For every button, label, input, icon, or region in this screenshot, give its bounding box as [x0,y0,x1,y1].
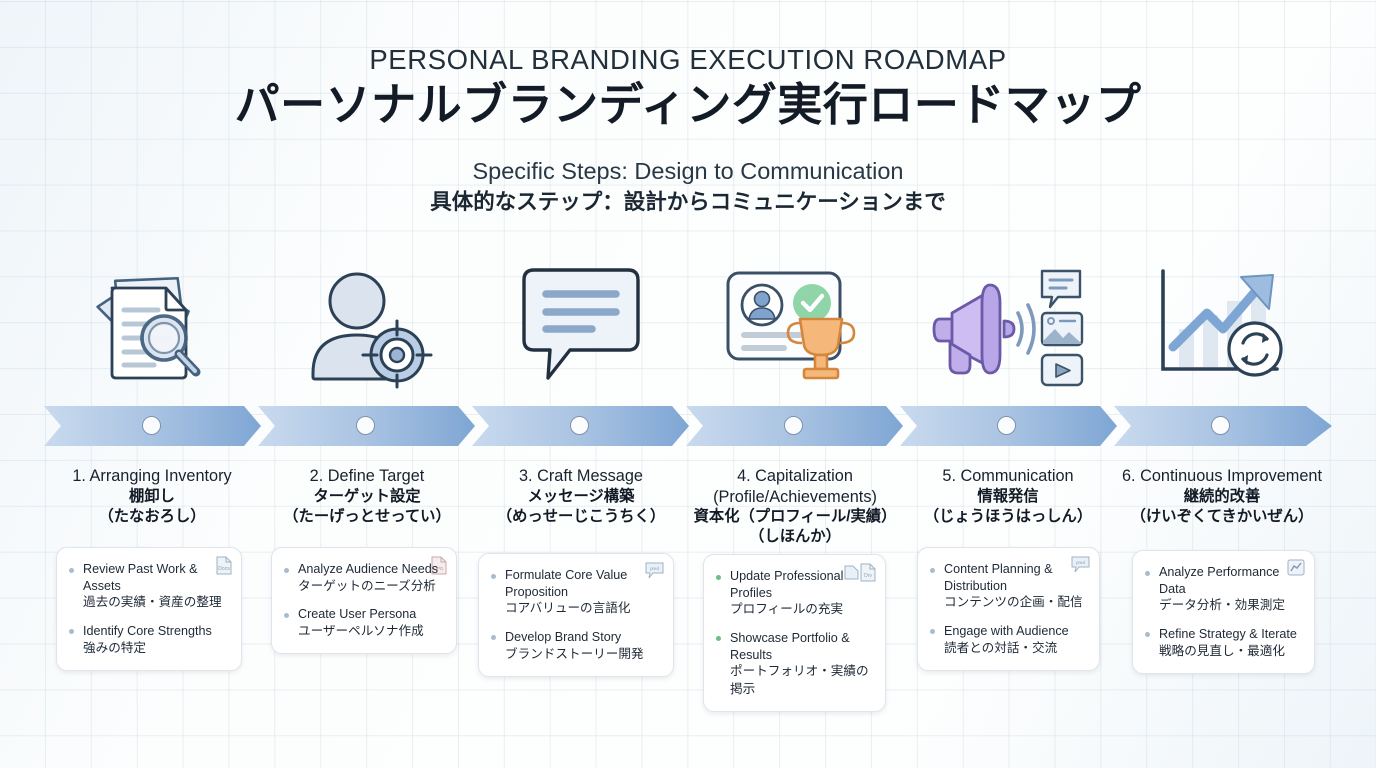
step-title-jp: 継続的改善 [1183,487,1261,505]
item-text-en: Identify Core Strengths [83,623,212,638]
step-title-en: 3. Craft Message [519,467,643,485]
step-title-en: 5. Communication [942,467,1074,485]
item-text-jp: ブランドストーリー開発 [505,646,644,661]
doc-badge-icon: JPG [431,556,447,575]
item-text-en: Analyze Performance Data [1159,565,1280,596]
step-detail-card-3[interactable]: pred Formulate Core Value Proposition コア… [478,553,674,677]
item-text-jp: データ分析・効果測定 [1159,598,1285,613]
step-label-1: 1. Arranging Inventory 棚卸し （たなおろし） [45,466,259,526]
page-title-jp: パーソナルブランディング実行ロードマップ [234,78,1142,130]
step-title-en-text: 4. Capitalization (Profile/Achievements) [713,467,877,506]
item-text-en: Develop Brand Story [505,629,622,644]
page-subtitle-jp: 具体的なステップ：設計からコミュニケーションまで [430,189,946,214]
step-marker-dot [570,416,589,435]
page-header: PERSONAL BRANDING EXECUTION ROADMAP パーソナ… [0,44,1376,216]
page-subtitle-en: Specific Steps: Design to Communication [472,157,904,184]
item-text-en: Update Professional Profiles [730,569,844,600]
step-title-kana: （けいぞくてきかいぜん） [1130,507,1314,525]
step-label-3: 3. Craft Message メッセージ構築 （めっせーじこうちく） [474,466,688,526]
item-text-en: Content Planning & Distribution [944,562,1053,593]
step-detail-card-4[interactable]: Drv Update Professional Profiles プロフィールの… [703,554,886,713]
speech-badge-icon: pred [645,562,664,580]
step-marker-dot [142,416,161,435]
step-title-jp: 棚卸し [129,487,175,505]
step-title-kana: （たーげっとせってい） [283,507,451,525]
list-item: Analyze Performance Data データ分析・効果測定 [1144,564,1302,615]
item-text-en: Formulate Core Value Proposition [505,568,628,599]
list-item: Formulate Core Value Proposition コアバリューの… [490,567,661,618]
item-text-jp: ポートフォリオ・実績の掲示 [730,664,869,696]
item-text-jp: 戦略の見直し・最適化 [1159,643,1285,658]
step-detail-card-5[interactable]: pred Content Planning & Distribution コンテ… [917,547,1100,671]
speech-bubble-icon [474,252,688,400]
person-target-icon [260,252,474,400]
step-title-en: 1. Arranging Inventory [72,467,232,485]
item-text-jp: 過去の実績・資産の整理 [83,595,222,610]
chart-badge-icon [1287,559,1305,576]
step-detail-card-2[interactable]: JPG Analyze Audience Needs ターゲットのニーズ分析 C… [271,547,457,655]
list-item: Review Past Work & Assets 過去の実績・資産の整理 [68,561,229,612]
step-title-en: 6. Continuous Improvement [1121,467,1322,485]
doc-badge-icon: Docs [216,556,232,575]
item-text-jp: コンテンツの企画・配信 [944,595,1083,610]
step-title-en: 4. Capitalization (Profile/Achievements) [688,466,902,507]
list-item: Create User Persona ユーザーペルソナ作成 [283,606,444,640]
step-label-2: 2. Define Target ターゲット設定 （たーげっとせってい） [260,466,474,526]
item-text-jp: 強みの特定 [83,640,146,655]
item-text-en: Create User Persona [298,607,417,622]
profile-trophy-icon [688,252,902,400]
list-item: Update Professional Profiles プロフィールの充実 [715,568,873,619]
step-detail-card-1[interactable]: Docs Review Past Work & Assets 過去の実績・資産の… [56,547,242,671]
page-title-en: PERSONAL BRANDING EXECUTION ROADMAP [369,44,1007,75]
item-text-en: Review Past Work & Assets [83,562,198,593]
list-item: Develop Brand Story ブランドストーリー開発 [490,629,661,663]
growth-chart-refresh-icon [1115,252,1329,400]
step-title-jp: 資本化（プロフィール/実績） [693,508,897,526]
svg-text:pred: pred [1076,560,1085,565]
step-title-kana: （じょうほうはっしん） [923,507,1093,525]
item-text-en: Showcase Portfolio & Results [730,630,850,662]
step-marker-dot [997,416,1016,435]
item-text-en: Engage with Audience [944,623,1069,638]
item-text-jp: 読者との対話・交流 [944,640,1058,655]
doc-badge-group: Drv [844,563,876,582]
item-text-en: Refine Strategy & Iterate [1159,626,1297,641]
step-title-en: 2. Define Target [309,467,425,485]
item-text-jp: プロフィールの充実 [730,602,844,617]
step-title-kana: （たなおろし） [98,507,206,525]
list-item: Showcase Portfolio & Results ポートフォリオ・実績の… [715,630,873,698]
svg-text:JPG: JPG [435,566,444,571]
svg-text:pred: pred [650,566,659,571]
speech-badge-icon: pred [1071,556,1090,574]
step-title-kana: （めっせーじこうちく） [496,507,666,525]
documents-magnifier-icon [45,252,259,400]
step-title-jp: ターゲット設定 [313,487,421,505]
step-label-6: 6. Continuous Improvement 継続的改善 （けいぞくてきか… [1115,466,1329,526]
step-title-kana: （しほんか） [749,528,841,546]
item-text-jp: ターゲットのニーズ分析 [298,578,436,593]
step-title-jp: メッセージ構築 [527,487,635,505]
list-item: Engage with Audience 読者との対話・交流 [929,623,1087,657]
step-label-4: 4. Capitalization (Profile/Achievements)… [688,466,902,547]
list-item: Content Planning & Distribution コンテンツの企画… [929,561,1087,612]
step-marker-dot [784,416,803,435]
svg-text:Drv: Drv [864,573,872,579]
list-item: Identify Core Strengths 強みの特定 [68,623,229,657]
step-title-jp: 情報発信 [977,487,1039,505]
item-text-jp: ユーザーペルソナ作成 [298,623,424,638]
step-label-5: 5. Communication 情報発信 （じょうほうはっしん） [901,466,1115,526]
step-marker-dot [1211,416,1230,435]
step-marker-dot [356,416,375,435]
list-item: Analyze Audience Needs ターゲットのニーズ分析 [283,561,444,595]
megaphone-media-icon [901,252,1115,400]
list-item: Refine Strategy & Iterate 戦略の見直し・最適化 [1144,626,1302,660]
svg-text:Docs: Docs [218,566,230,572]
item-text-en: Analyze Audience Needs [298,562,439,576]
step-detail-card-6[interactable]: Analyze Performance Data データ分析・効果測定 Refi… [1132,550,1315,674]
item-text-jp: コアバリューの言語化 [505,601,631,616]
